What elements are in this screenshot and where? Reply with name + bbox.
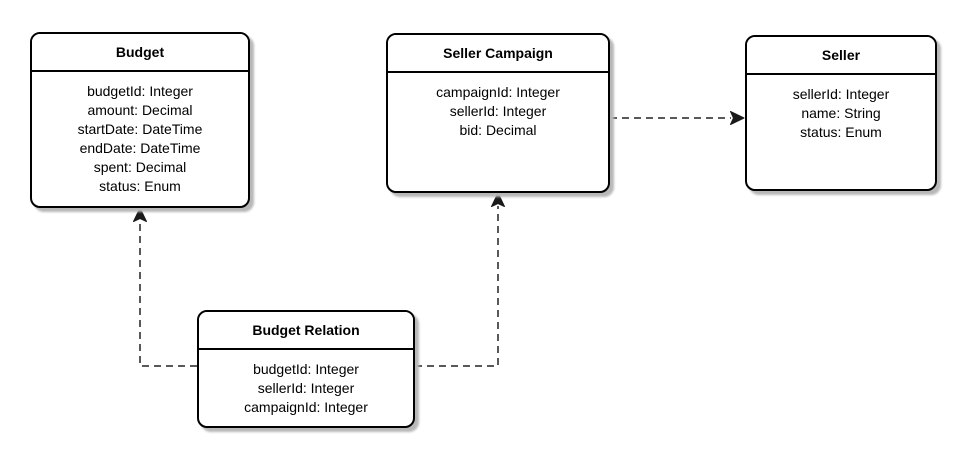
entity-attribute: campaignId: Integer xyxy=(244,399,368,415)
entity-attribute: sellerId: Integer xyxy=(257,380,355,396)
entity-attribute: status: Enum xyxy=(800,124,882,140)
connector-budget-relation-to-seller-campaign[interactable] xyxy=(415,192,505,367)
entity-seller-campaign[interactable]: Seller Campaign campaignId: Integer sell… xyxy=(386,33,610,193)
entity-attribute: budgetId: Integer xyxy=(253,361,359,377)
entity-attribute-list: sellerId: Integer name: String status: E… xyxy=(747,75,935,142)
entity-seller[interactable]: Seller sellerId: Integer name: String st… xyxy=(745,35,937,191)
entity-attribute: campaignId: Integer xyxy=(436,84,560,100)
arrowhead-right-icon xyxy=(730,111,745,125)
entity-attribute-list: campaignId: Integer sellerId: Integer bi… xyxy=(388,73,608,140)
entity-attribute: sellerId: Integer xyxy=(449,103,547,119)
connector-seller-campaign-to-seller[interactable] xyxy=(610,111,745,125)
arrowhead-up-icon xyxy=(491,192,505,207)
entity-title: Seller Campaign xyxy=(388,35,608,73)
entity-attribute: bid: Decimal xyxy=(459,122,537,138)
entity-attribute-list: budgetId: Integer sellerId: Integer camp… xyxy=(199,350,413,417)
entity-attribute: endDate: DateTime xyxy=(79,140,201,156)
entity-budget-relation[interactable]: Budget Relation budgetId: Integer seller… xyxy=(197,310,415,428)
entity-attribute: sellerId: Integer xyxy=(792,86,890,102)
entity-title: Budget xyxy=(32,34,248,72)
entity-title: Budget Relation xyxy=(199,312,413,350)
entity-attribute: startDate: DateTime xyxy=(77,121,203,137)
entity-title: Seller xyxy=(747,37,935,75)
entity-attribute: amount: Decimal xyxy=(87,102,193,118)
entity-attribute: name: String xyxy=(801,105,881,121)
arrowhead-up-icon xyxy=(133,207,147,222)
entity-attribute: status: Enum xyxy=(99,178,181,194)
entity-attribute-list: budgetId: Integer amount: Decimal startD… xyxy=(32,72,248,196)
entity-attribute: budgetId: Integer xyxy=(87,83,193,99)
entity-budget[interactable]: Budget budgetId: Integer amount: Decimal… xyxy=(30,32,250,208)
connector-budget-relation-to-budget[interactable] xyxy=(133,207,198,367)
entity-attribute: spent: Decimal xyxy=(93,159,187,175)
